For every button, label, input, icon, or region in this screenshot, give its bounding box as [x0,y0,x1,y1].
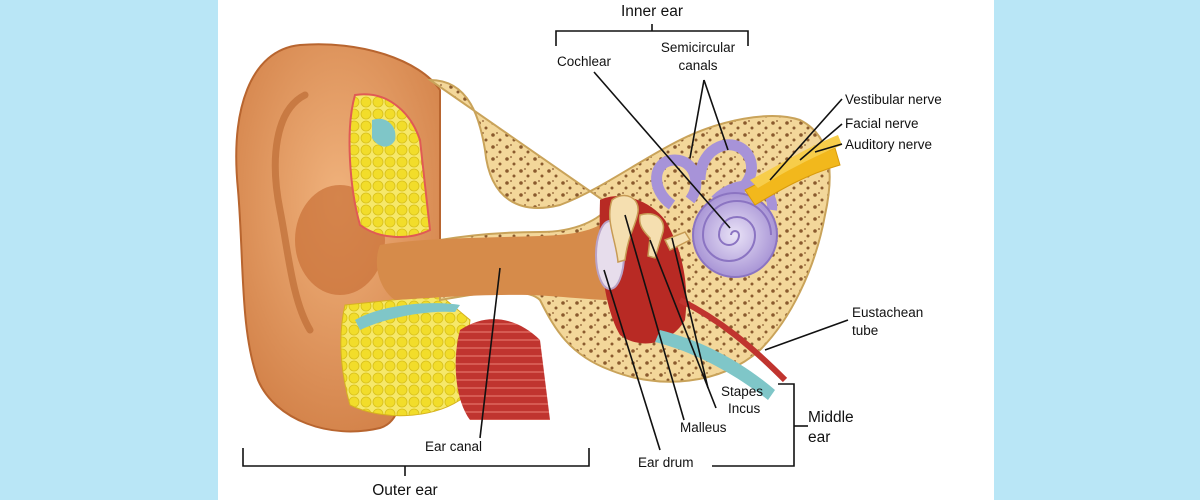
cochlea-shape [692,192,778,278]
label-semicircular: Semicircular [661,40,736,55]
fat-tissue-upper [348,93,432,238]
muscle-block [455,319,550,420]
cartilage-lower [355,303,460,330]
label-stapes: Stapes [721,384,763,399]
pinna-inner-fold [271,91,314,334]
annotation-lines [242,24,849,476]
label-canals: canals [678,58,717,73]
label-malleus: Malleus [680,420,727,435]
label-ear: ear [808,429,830,446]
label-outer-ear: Outer ear [372,482,437,499]
label-vestibular-nerve: Vestibular nerve [845,92,942,107]
cochlea-spiral [701,200,772,262]
label-incus: Incus [728,401,761,416]
ear-illustration [235,43,842,433]
label-auditory-nerve: Auditory nerve [845,137,932,152]
incus-shape [638,213,665,259]
label-inner-ear: Inner ear [621,3,683,20]
stapes-shape [663,231,692,252]
eustachian-tube-shape [655,330,775,400]
label-eustachean: Eustachean [852,305,923,320]
label-facial-nerve: Facial nerve [845,116,919,131]
label-tube: tube [852,323,878,338]
label-middle: Middle [808,409,854,426]
malleus-shape [608,194,639,263]
vessels [678,297,788,383]
cartilage-upper [372,118,396,147]
label-cochlear: Cochlear [557,54,612,69]
label-ear-canal: Ear canal [425,439,482,454]
nerve-bundle-2 [750,135,842,188]
fat-tissue-lower [340,294,471,417]
labels: Inner ear Cochlear Semicircular canals V… [372,3,942,499]
label-ear-drum: Ear drum [638,455,694,470]
ear-canal-shape [376,222,610,300]
